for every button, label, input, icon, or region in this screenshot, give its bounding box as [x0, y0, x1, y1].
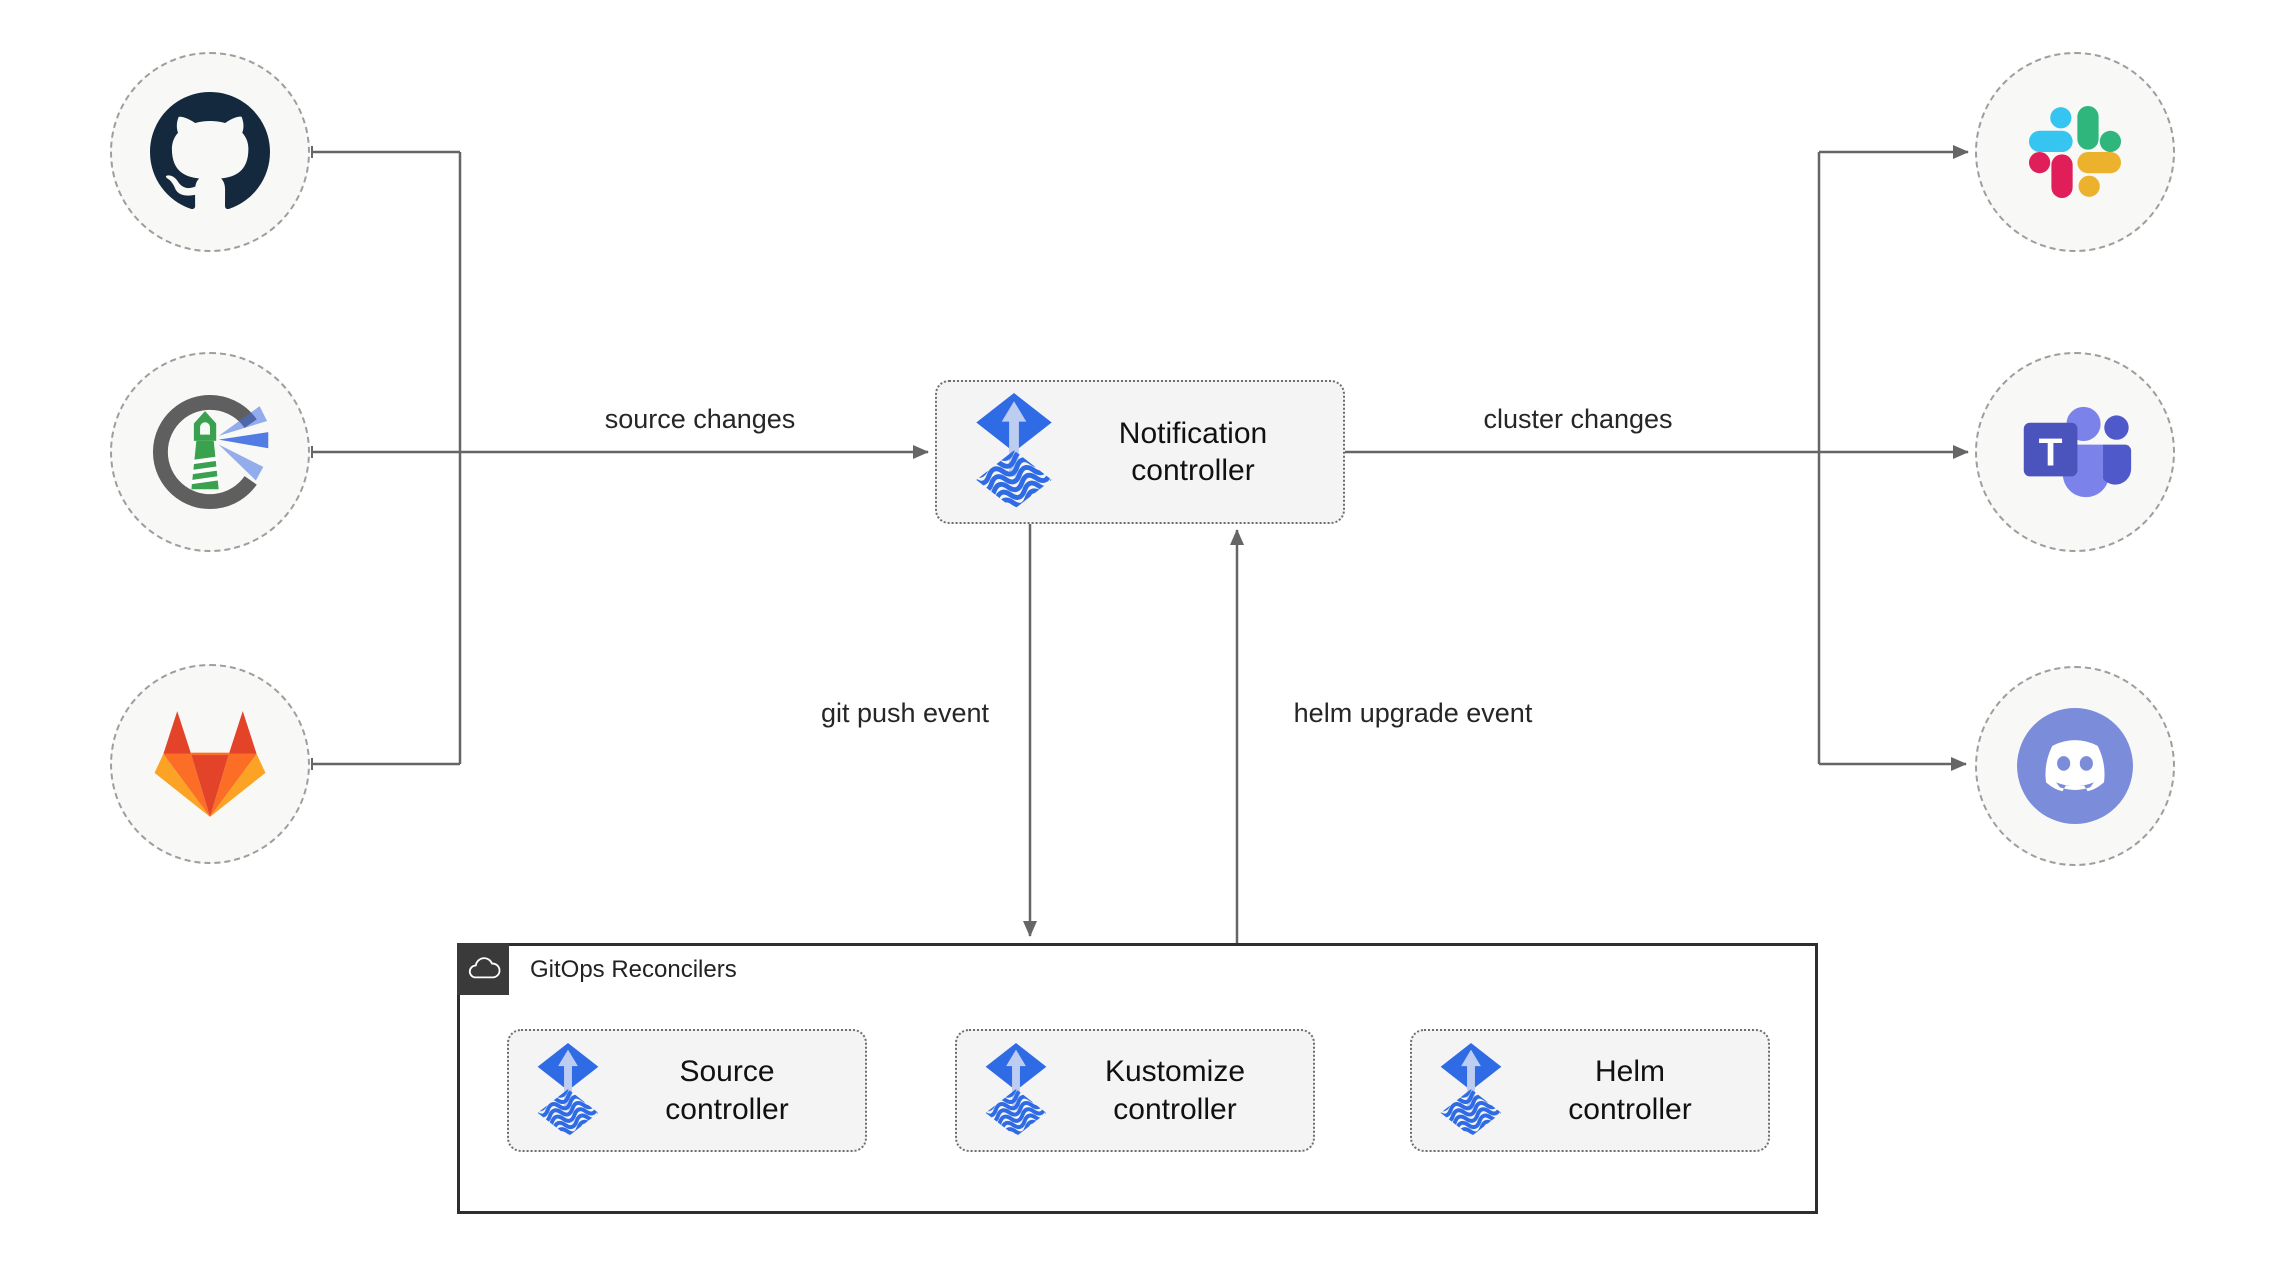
edge-label-source-changes: source changes [604, 404, 796, 434]
flux-logo-icon [973, 393, 1055, 511]
gitops-reconcilers-title: GitOps Reconcilers [530, 956, 737, 983]
harbor-icon [153, 394, 269, 510]
source-controller-box: Source controller [507, 1029, 867, 1152]
gitops-reconcilers-badge [457, 943, 509, 995]
node-teams: T [1975, 352, 2175, 552]
github-icon [150, 92, 270, 210]
edge-label-cluster-changes: cluster changes [1483, 404, 1673, 434]
kustomize-controller-box: Kustomize controller [955, 1029, 1315, 1152]
teams-icon: T [2023, 406, 2132, 498]
node-discord [1975, 666, 2175, 866]
slack-icon [2028, 105, 2122, 199]
helm-controller-label: Helm controller [1568, 1055, 1692, 1126]
notification-controller-label: Notification controller [1118, 416, 1268, 488]
node-slack [1975, 52, 2175, 252]
source-controller-label: Source controller [665, 1055, 789, 1126]
gitlab-icon [154, 711, 266, 817]
edge-label-helm-upgrade-event: helm upgrade event [1293, 698, 1533, 728]
edge-label-git-push-event: git push event [820, 698, 990, 728]
flux-logo-icon [1438, 1043, 1504, 1138]
flux-logo-icon [535, 1043, 601, 1138]
discord-icon [2017, 708, 2133, 824]
notification-controller-box: Notification controller [935, 380, 1345, 524]
node-harbor [110, 352, 310, 552]
node-gitlab [110, 664, 310, 864]
teams-letter: T [2039, 431, 2063, 474]
cloud-icon [468, 957, 501, 979]
kustomize-controller-label: Kustomize controller [1104, 1055, 1246, 1126]
node-github [110, 52, 310, 252]
flux-logo-icon [983, 1043, 1049, 1138]
helm-controller-box: Helm controller [1410, 1029, 1770, 1152]
